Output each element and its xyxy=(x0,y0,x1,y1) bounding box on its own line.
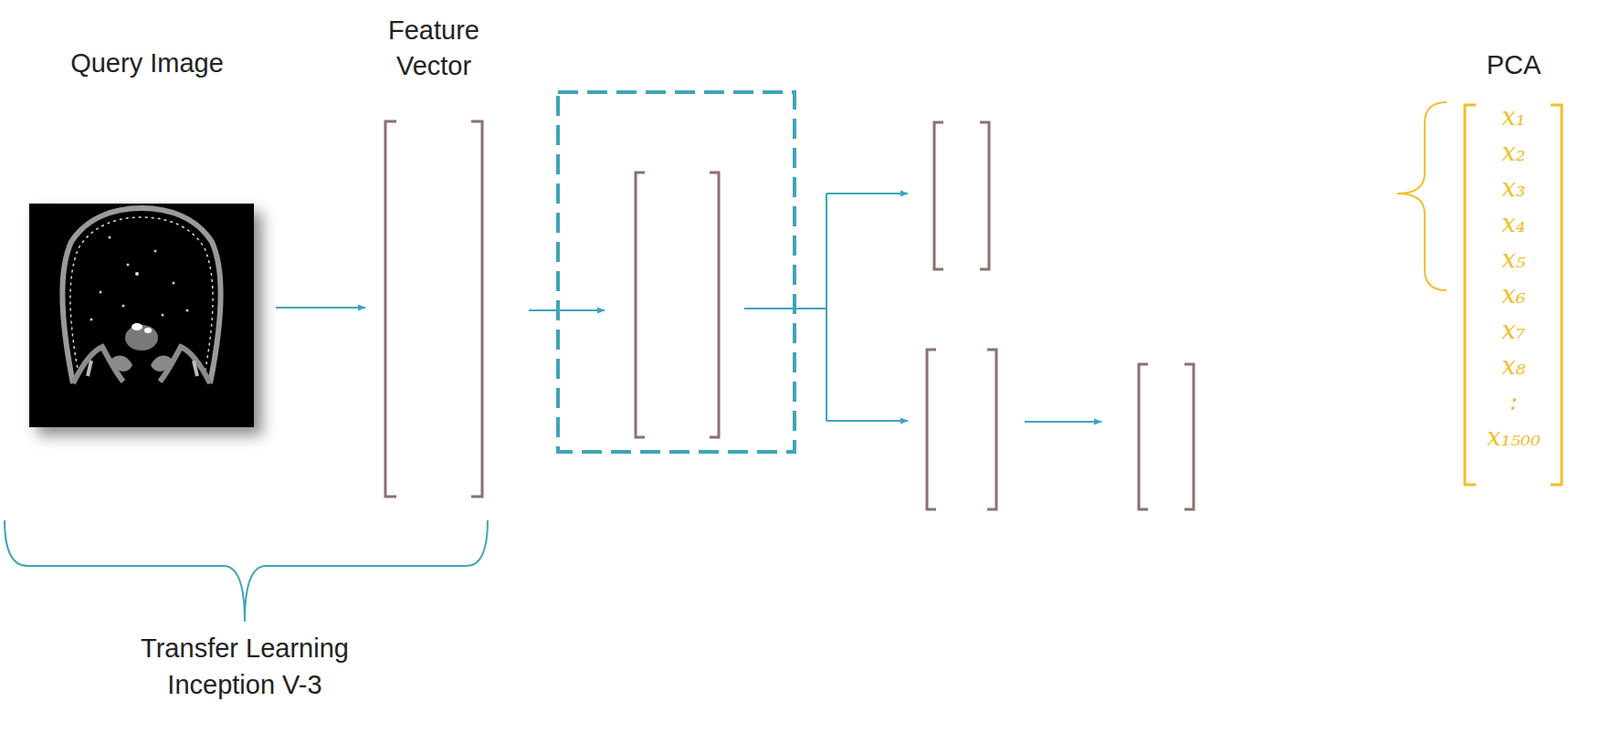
curly-brace xyxy=(1397,102,1447,291)
vector-entry: : xyxy=(1461,385,1567,419)
node-heading: Feature Vector xyxy=(365,12,503,85)
ct-scan-image xyxy=(29,203,254,428)
section-label: Transfer Learning Inception V-3 xyxy=(98,630,391,704)
vector-entry: x₄ xyxy=(1461,207,1567,241)
vector-entry: x₇ xyxy=(1461,314,1567,348)
flow-arrow xyxy=(275,306,366,309)
vector-entry: x₃ xyxy=(1461,171,1567,205)
vector-entry: x₂ xyxy=(1461,136,1567,169)
vector-bracket xyxy=(635,172,719,438)
vector-bracket xyxy=(385,121,483,497)
vector-node: Feature Vector xyxy=(365,12,503,502)
flow-arrow xyxy=(1024,421,1102,423)
vector-bracket xyxy=(926,349,997,510)
node-heading: PCA xyxy=(1461,47,1567,84)
vector-entry: x₁₅₀₀ xyxy=(1461,421,1567,454)
vector-entry: x₅ xyxy=(1461,242,1567,276)
dashed-box xyxy=(557,92,795,453)
flow-arrow xyxy=(826,420,908,422)
node-heading: Query Image xyxy=(18,45,276,82)
vector-bracket xyxy=(1138,364,1194,510)
flow-arrow xyxy=(826,192,908,195)
vector-entry: x₈ xyxy=(1461,349,1567,383)
vector-entry: x₆ xyxy=(1461,278,1567,312)
split-line xyxy=(744,193,827,422)
image-node: Query Image xyxy=(18,45,276,439)
pca-vector-node: PCA x₁x₂x₃x₄x₅x₆x₇x₈:x₁₅₀₀ xyxy=(1461,47,1567,491)
vector-bracket xyxy=(934,122,990,270)
flow-arrow xyxy=(528,309,605,312)
vector-entry: x₁ xyxy=(1461,100,1567,134)
curly-brace xyxy=(4,520,488,622)
